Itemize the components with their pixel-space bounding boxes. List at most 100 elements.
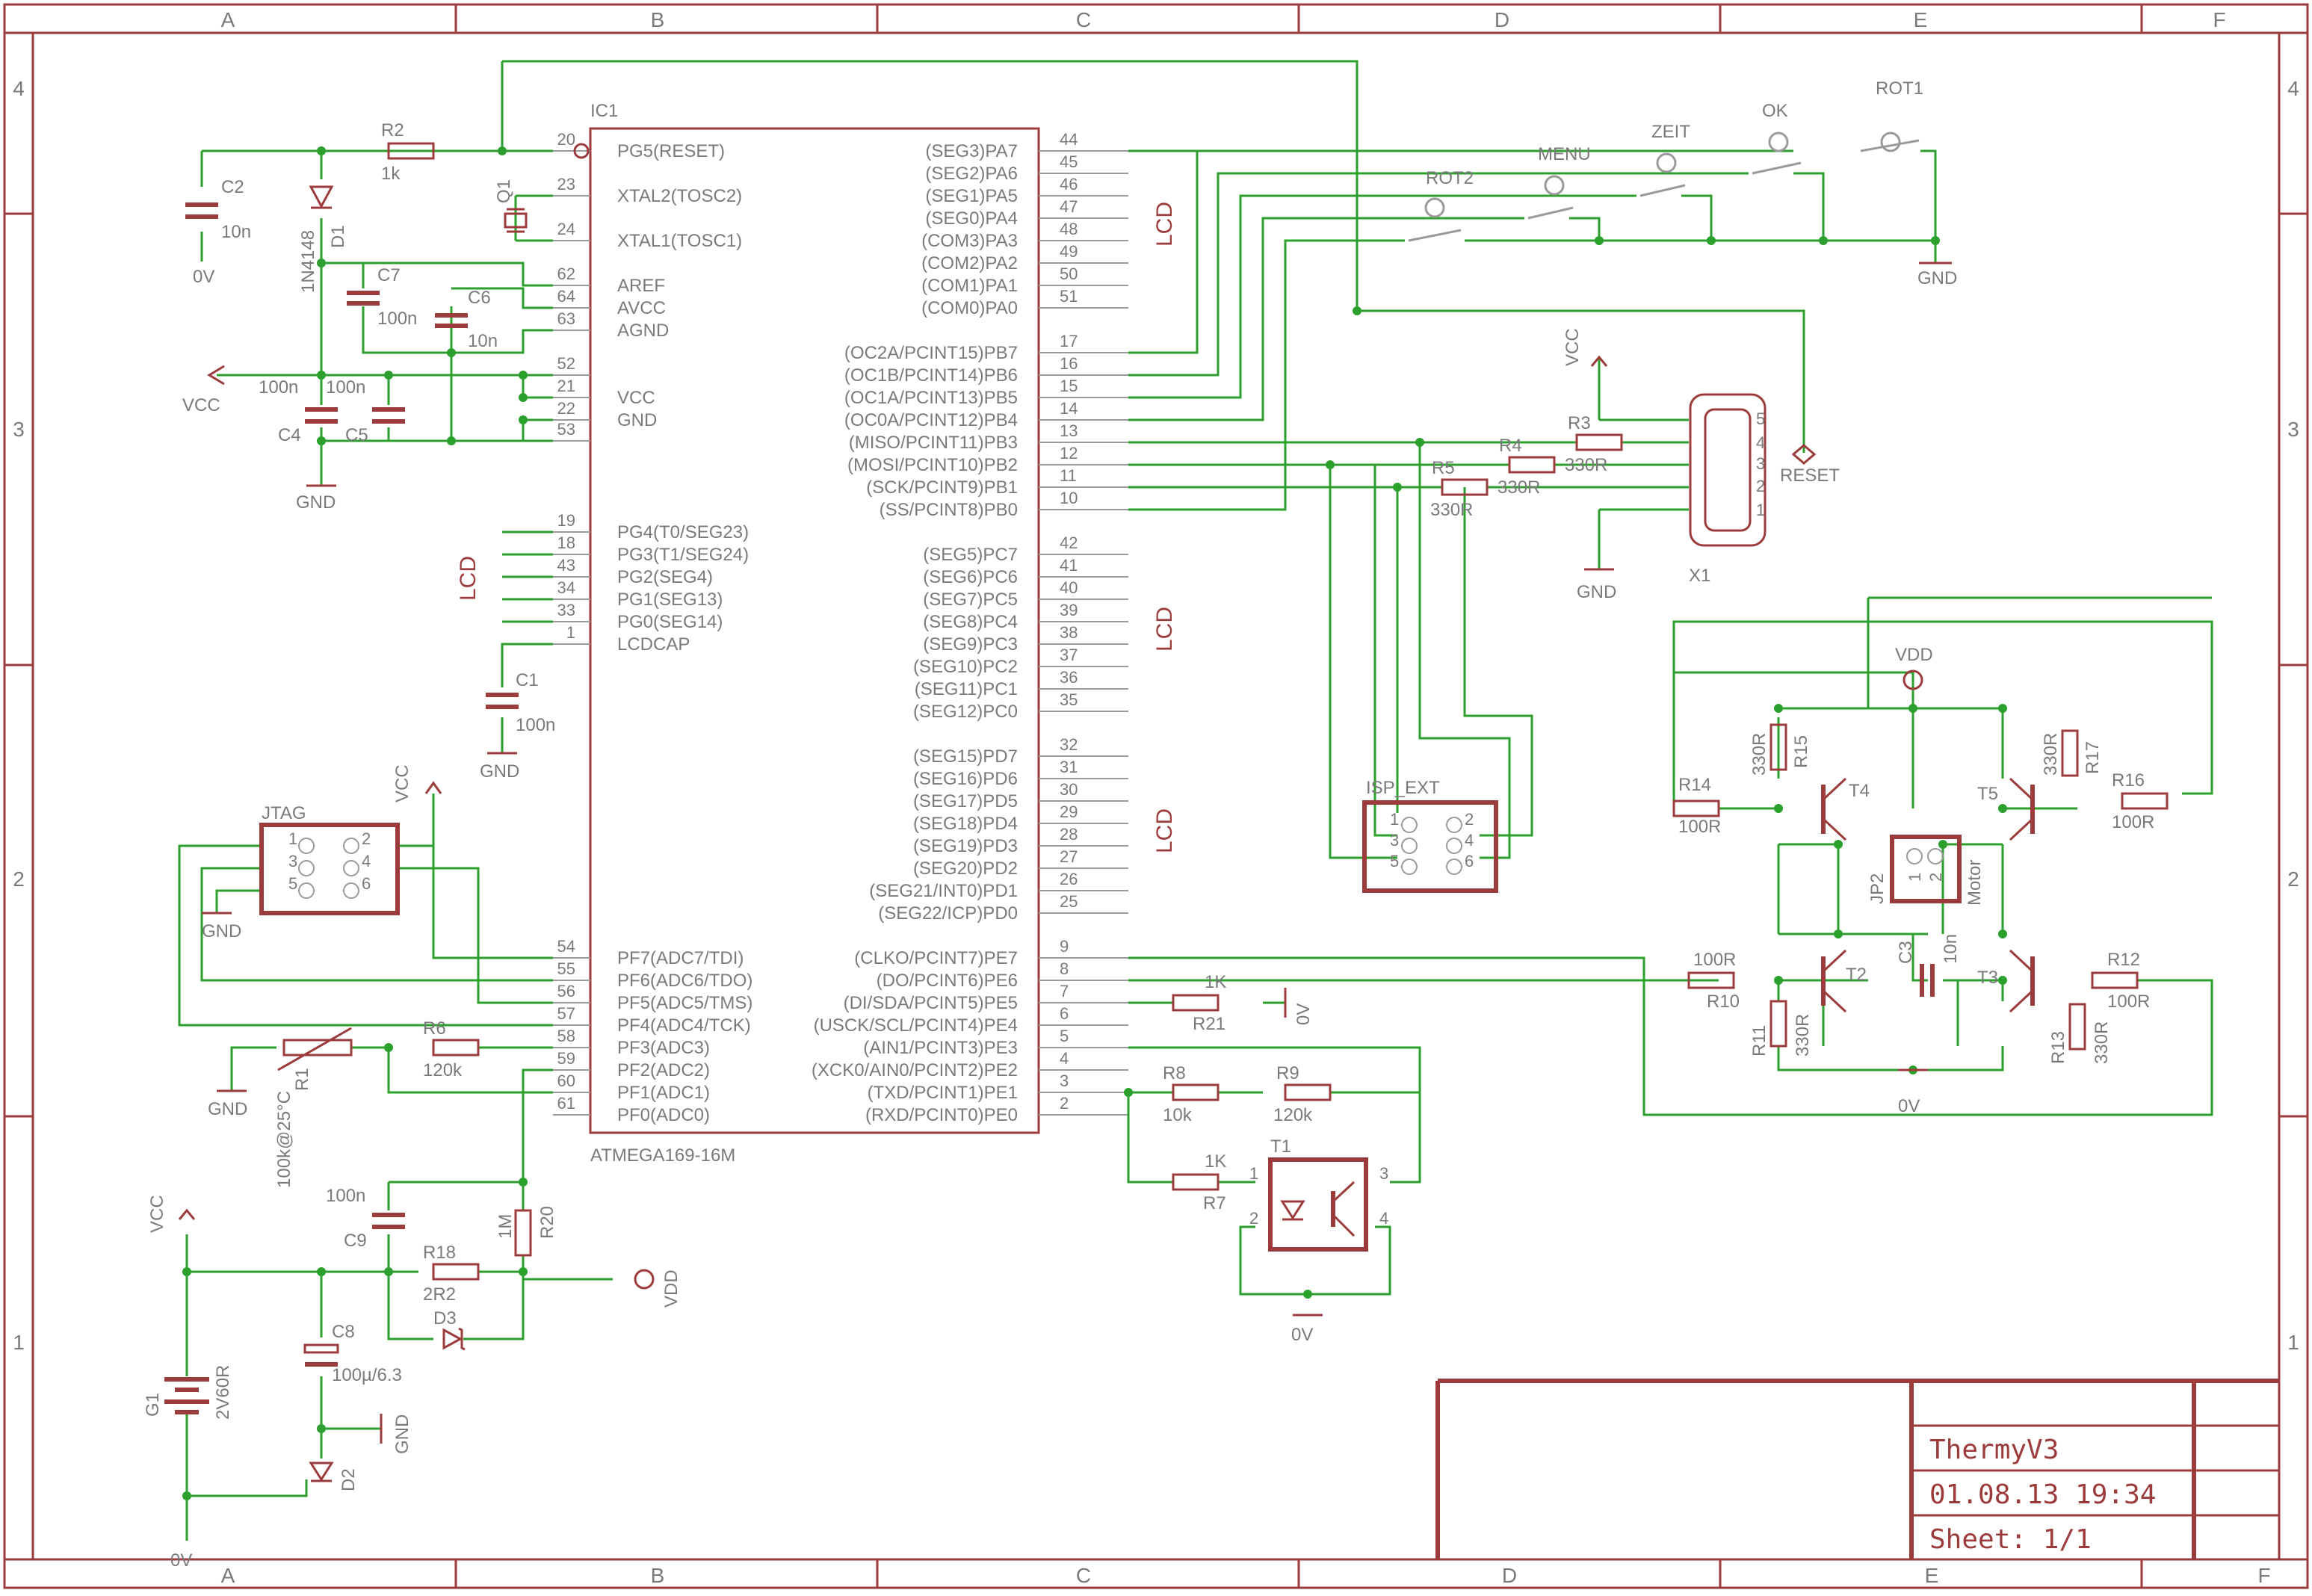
mcu-pin-number: 8 [1060,959,1069,978]
reset-inversion-bubble [573,143,590,159]
mcu-pin-number: 47 [1060,197,1078,216]
mcu-pin-name: PF1(ADC1) [617,1083,710,1103]
frame-row-2-left: 2 [13,867,25,891]
svg-text:100n: 100n [326,1186,365,1206]
svg-text:3: 3 [1379,1164,1388,1183]
mcu-pin-name: (SEG21/INT0)PD1 [869,881,1018,901]
mcu-pin-right: 50(COM1)PA1 [921,265,1128,296]
button-rot2[interactable]: ROT2 [1408,168,1474,242]
mcu-pin-name: PG4(T0/SEG23) [617,522,749,542]
mcu-pin-name: (SEG7)PC5 [923,590,1018,610]
svg-text:X1: X1 [1689,566,1710,586]
mcu-pin-number: 46 [1060,175,1078,194]
mcu-pin-name: PF3(ADC3) [617,1038,710,1058]
svg-text:MENU: MENU [1538,144,1591,164]
button-ok[interactable]: OK [1752,101,1802,175]
svg-text:VDD: VDD [1895,645,1933,665]
resistor-r7: 1K R7 [1172,1151,1226,1213]
svg-text:330R: 330R [1749,733,1769,776]
svg-text:1: 1 [1756,501,1765,519]
mcu-pin-right: 2(RXD/PCINT0)PE0 [865,1094,1128,1125]
mcu-pin-name: PG5(RESET) [617,141,725,161]
resistor-r21: 1K R21 0V [1172,972,1314,1034]
crystal-q1: Q1 [494,179,528,233]
mcu-pin-number: 49 [1060,242,1078,261]
svg-text:T2: T2 [1846,965,1867,985]
svg-text:ZEIT: ZEIT [1651,122,1690,142]
svg-text:D1: D1 [328,225,348,248]
svg-text:330R: 330R [1565,455,1607,475]
mcu-pin-name: (COM2)PA2 [921,253,1018,273]
mcu-pin-name: (OC2A/PCINT15)PB7 [844,343,1018,363]
svg-text:R14: R14 [1678,775,1711,795]
mcu-pin-right: 31(SEG16)PD6 [913,758,1128,789]
mcu-pin-name: (SEG2)PA6 [925,164,1018,184]
svg-text:2: 2 [1756,477,1765,495]
mcu-pin-right: 37(SEG10)PC2 [913,646,1128,677]
svg-text:1K: 1K [1205,972,1226,992]
optocoupler-t1: T1 1 2 3 4 0V [1249,1136,1388,1345]
mcu-pin-left: 52 [553,354,590,376]
frame-row-4-left: 4 [13,77,25,100]
mcu-value: ATMEGA169-16M [590,1145,735,1166]
mcu-pin-name: PF2(ADC2) [617,1060,710,1080]
svg-text:1: 1 [288,829,297,848]
frame-row-3-left: 3 [13,418,25,441]
button-zeit[interactable]: ZEIT [1639,122,1690,197]
mcu-pin-number: 5 [1060,1027,1069,1045]
mcu-pin-number: 15 [1060,377,1078,395]
svg-text:5: 5 [1390,852,1399,870]
mcu-pin-right: 7(DI/SDA/PCINT5)PE5 [844,982,1128,1013]
mcu-pin-name: AGND [617,321,669,341]
button-rot1[interactable]: ROT1 [1860,78,1923,152]
svg-text:R12: R12 [2107,950,2140,970]
svg-text:VCC: VCC [392,764,412,802]
diode-d3: D3 [433,1308,466,1351]
mcu-pin-number: 43 [557,556,575,575]
transistor-t4: T4 [1821,777,1870,841]
mcu-name: IC1 [590,101,618,121]
button-menu[interactable]: MENU [1527,144,1591,220]
svg-text:5: 5 [1756,409,1765,428]
svg-text:2R2: 2R2 [423,1284,456,1305]
svg-text:R18: R18 [423,1243,456,1263]
mcu-pin-number: 55 [557,959,575,978]
mcu-pin-right: 6(USCK/SCL/PCINT4)PE4 [814,1004,1128,1036]
svg-text:2V60R: 2V60R [213,1365,233,1420]
mcu-pin-number: 53 [557,420,575,439]
svg-text:R6: R6 [423,1018,446,1039]
mcu-pin-name: (COM1)PA1 [921,276,1018,296]
title-block-title: ThermyV3 [1929,1435,2059,1465]
c1-gnd-label: GND [480,761,519,782]
mcu-pin-number: 60 [557,1071,575,1090]
connector-x1: 5 4 3 2 1 X1 [1689,393,1767,586]
mcu-pin-name: (SEG20)PD2 [913,859,1018,879]
diode-d2: D2 [309,1462,359,1491]
mcu-pin-name: (SEG3)PA7 [925,141,1018,161]
svg-text:R21: R21 [1193,1014,1225,1034]
mcu-pin-name: (DO/PCINT6)PE6 [877,971,1018,991]
mcu-pin-name: (COM3)PA3 [921,231,1018,251]
svg-text:R3: R3 [1568,413,1591,433]
svg-text:R1: R1 [292,1068,312,1091]
mcu-pin-name: (RXD/PCINT0)PE0 [865,1105,1018,1125]
svg-text:1N4148: 1N4148 [298,230,318,293]
mcu-pin-number: 28 [1060,825,1078,844]
svg-text:C4: C4 [278,425,301,445]
diode-d1: D1 1N4148 [298,185,348,293]
frame-row-1-right: 1 [2287,1331,2299,1354]
vcc-supply-jtag: VCC [392,764,442,802]
mcu-pin-name: PG0(SEG14) [617,612,723,632]
mcu-pin-name: (CLKO/PCINT7)PE7 [854,948,1018,968]
mcu-pin-name: (OC0A/PCINT12)PB4 [844,410,1018,430]
mcu-pin-number: 51 [1060,287,1078,306]
resistor-r18: R18 2R2 [423,1243,480,1305]
frame-col-e-top: E [1914,8,1928,31]
svg-text:100R: 100R [2107,992,2150,1012]
